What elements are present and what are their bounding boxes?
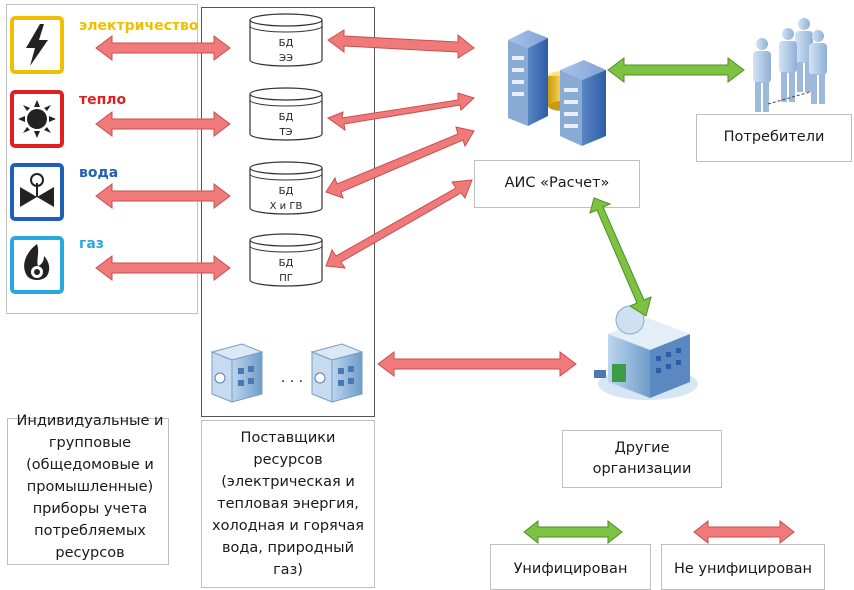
meters-label: Индивидуальные и групповые (общедомовые … [16, 413, 164, 561]
heat-label: тепло [79, 92, 127, 108]
gas-label: газ [79, 236, 104, 252]
consumers-people-icon [753, 18, 827, 112]
gas-tile [10, 236, 64, 294]
other-orgs-box [562, 430, 722, 488]
lightning-icon [26, 24, 48, 66]
consumers-box [696, 114, 852, 162]
suppliers-panel [201, 7, 375, 417]
arrow-ais-consumers [607, 57, 745, 83]
other-orgs-building-icon [594, 305, 698, 400]
suppliers-label-box [201, 420, 375, 588]
suppliers-label: Поставщики ресурсов (электрическая и теп… [212, 430, 364, 578]
electricity-tile [10, 16, 64, 74]
legend-not-unified-box [661, 544, 825, 590]
legend-unified-box [490, 544, 651, 590]
meters-label-box [7, 418, 169, 565]
water-label: вода [79, 165, 119, 181]
consumers-label: Потребители [723, 129, 825, 145]
other-orgs-label: Другие организации [592, 440, 692, 477]
legend-not-unified-label: Не унифицирован [673, 561, 813, 577]
heat-tile [10, 90, 64, 148]
electricity-label: электричество [79, 18, 199, 34]
legend-not-unified-arrow [693, 519, 795, 545]
legend-unified-arrow [523, 519, 623, 545]
gas-flame-icon [24, 244, 50, 280]
legend-unified-label: Унифицирован [513, 561, 628, 577]
heat-icon [18, 100, 56, 138]
arrow-suppliers-other-orgs [377, 351, 577, 377]
ais-label: АИС «Расчет» [504, 175, 610, 191]
ais-server-icon [508, 30, 606, 146]
water-tile [10, 163, 64, 221]
water-valve-icon [20, 173, 54, 207]
arrow-ais-other-orgs [589, 197, 652, 317]
